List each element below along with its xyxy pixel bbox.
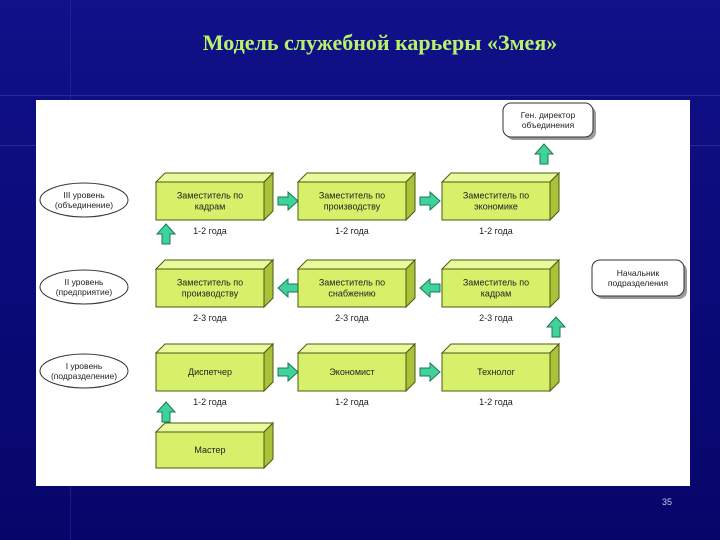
slide-title: Модель служебной карьеры «Змея»	[202, 30, 558, 55]
box-top-face	[154, 422, 275, 433]
box-row3-col3-label: Технолог	[477, 367, 515, 377]
box-top-face	[440, 172, 561, 183]
box-side-face	[263, 342, 274, 393]
box-side-face	[405, 171, 416, 222]
box-front-face	[155, 268, 265, 308]
slide-number: 35	[661, 497, 672, 507]
duration-row1-col1: 1-2 года	[193, 226, 227, 236]
box-front-face	[441, 352, 551, 392]
duration-row3-col2: 1-2 года	[335, 397, 369, 407]
box-top-face	[440, 259, 561, 270]
box-row3-col1: Диспетчер	[154, 342, 275, 393]
box-front-face	[441, 268, 551, 308]
box-side-face	[549, 258, 560, 309]
level-label-text: III уровень(объединение)	[55, 190, 113, 210]
level-label-3: I уровень(подразделение)	[39, 353, 129, 389]
background-line	[0, 95, 720, 96]
box-top-face	[296, 343, 417, 354]
box-side-face	[549, 342, 560, 393]
duration-row3-col1: 1-2 года	[193, 397, 227, 407]
labels-layer: III уровень(объединение) II уровень(предп…	[39, 182, 513, 407]
box-top-face	[296, 259, 417, 270]
box-front-face	[297, 352, 407, 392]
level-label-1: III уровень(объединение)	[39, 182, 129, 218]
arrow-up-start	[155, 401, 177, 423]
box-top-face	[154, 172, 275, 183]
arrow-up-to-top	[533, 143, 555, 165]
box-front-face	[155, 431, 265, 469]
box-side-face	[405, 258, 416, 309]
arrow-up-row3-to-row2	[545, 316, 567, 338]
box-front-face	[155, 352, 265, 392]
arrow-left-row2-a	[277, 277, 299, 299]
box-row3-col1-label: Диспетчер	[188, 367, 232, 377]
level-label-2: II уровень(предприятие)	[39, 269, 129, 305]
box-row3-col2-label: Экономист	[329, 367, 374, 377]
box-side-face	[405, 342, 416, 393]
level-label-text: II уровень(предприятие)	[56, 277, 113, 297]
box-front-face	[155, 181, 265, 221]
box-front-face	[441, 181, 551, 221]
box-side-face	[549, 171, 560, 222]
box-top-face	[154, 259, 275, 270]
box-row3-col3: Технолог	[440, 342, 561, 393]
box-front-face	[297, 181, 407, 221]
arrow-up-row2-to-row1	[155, 223, 177, 245]
box-side-face	[263, 258, 274, 309]
duration-row3-col3: 1-2 года	[479, 397, 513, 407]
duration-row1-col2: 1-2 года	[335, 226, 369, 236]
box-row3-col2: Экономист	[296, 342, 417, 393]
arrow-right-row3-a	[277, 361, 299, 383]
duration-row2-col1: 2-3 года	[193, 313, 227, 323]
level-label-text: I уровень(подразделение)	[51, 361, 117, 381]
arrows-layer	[155, 143, 567, 423]
box-top-face	[440, 343, 561, 354]
duration-row1-col3: 1-2 года	[479, 226, 513, 236]
box-start: Мастер	[154, 421, 275, 470]
duration-row2-col3: 2-3 года	[479, 313, 513, 323]
arrow-right-row1-a	[277, 190, 299, 212]
arrow-right-row1-b	[419, 190, 441, 212]
box-top-face	[296, 172, 417, 183]
box-top-face	[154, 343, 275, 354]
arrow-left-row2-b	[419, 277, 441, 299]
box-front-face	[297, 268, 407, 308]
arrow-right-row3-b	[419, 361, 441, 383]
box-side-face	[263, 171, 274, 222]
box-start-label: Мастер	[194, 445, 225, 455]
duration-row2-col2: 2-3 года	[335, 313, 369, 323]
